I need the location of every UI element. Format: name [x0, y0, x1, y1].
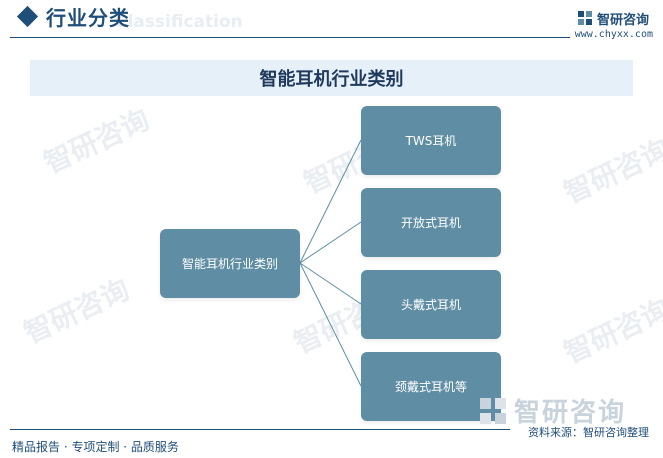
connector-line — [299, 262, 362, 305]
watermark-large-text: 智研咨询 — [514, 398, 627, 428]
diagram-title-band: 智能耳机行业类别 — [30, 60, 633, 96]
header: Classification 行业分类 智研咨询 www.chyxx.com — [0, 0, 663, 42]
watermark-large: 智研咨询 — [478, 392, 626, 429]
brand: 智研咨询 — [577, 8, 649, 28]
connector-line — [299, 139, 362, 264]
watermark-logo-icon — [480, 397, 506, 424]
footer-slogan: 精品报告 · 专项定制 · 品质服务 — [12, 440, 179, 454]
child-node-headband: 头戴式耳机 — [361, 270, 501, 339]
section-title: 行业分类 — [46, 6, 130, 30]
section-subtitle: Classification — [115, 12, 243, 32]
header-divider — [10, 37, 570, 38]
child-node-tws: TWS耳机 — [361, 106, 501, 175]
child-node-open: 开放式耳机 — [361, 188, 501, 257]
diagram-title: 智能耳机行业类别 — [259, 69, 404, 90]
brand-logo-icon — [577, 11, 592, 25]
child-node-neckband: 颈戴式耳机等 — [361, 352, 501, 421]
brand-url: www.chyxx.com — [574, 29, 653, 40]
root-node: 智能耳机行业类别 — [160, 229, 300, 298]
footer-source: 资料来源：智研咨询整理 — [528, 426, 649, 439]
brand-name: 智研咨询 — [596, 12, 649, 28]
connector-line — [299, 262, 362, 387]
connector-line — [299, 221, 362, 264]
footer-divider — [10, 429, 510, 430]
